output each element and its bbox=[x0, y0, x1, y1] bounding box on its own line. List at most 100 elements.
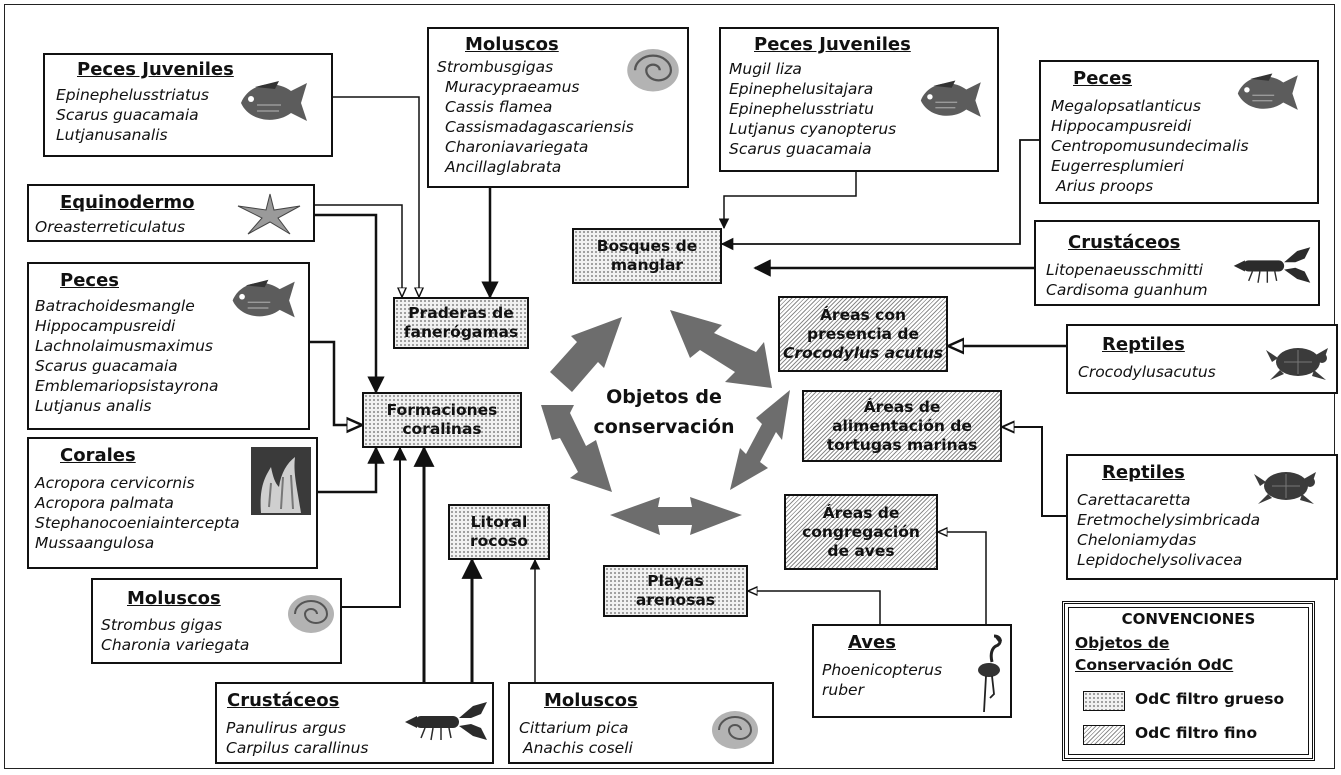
species-item: Litopenaeusschmitti bbox=[1046, 261, 1203, 279]
lobster-icon bbox=[405, 702, 487, 741]
center-title: Objetos de conservación bbox=[584, 382, 744, 442]
legend: CONVENCIONES Objetos de Conservación OdC… bbox=[1062, 601, 1315, 761]
fish-icon bbox=[920, 80, 981, 117]
box-title: Peces Juveniles bbox=[77, 59, 234, 80]
node-line: presencia de bbox=[807, 324, 919, 343]
species-item: Ancillaglabrata bbox=[445, 158, 562, 176]
species-item: Lachnolaimusmaximus bbox=[35, 337, 213, 355]
box-title: Reptiles bbox=[1102, 462, 1185, 483]
species-item: Oreasterreticulatus bbox=[35, 218, 186, 236]
node-line: tortugas marinas bbox=[826, 435, 978, 454]
box-title: Reptiles bbox=[1102, 334, 1185, 355]
species-list: Crocodylusacutus bbox=[1078, 362, 1216, 382]
box-title: Corales bbox=[60, 445, 136, 466]
node-line: Áreas con bbox=[819, 305, 907, 324]
turtle-icon bbox=[1254, 472, 1316, 504]
species-item: Epinephelusitajara bbox=[729, 80, 874, 98]
coral-icon bbox=[251, 447, 311, 515]
species-item: Epinephelusstriatu bbox=[729, 100, 874, 118]
node-line: Áreas de bbox=[822, 503, 900, 522]
shell-icon bbox=[712, 711, 758, 749]
legend-label-coarse: OdC filtro grueso bbox=[1135, 690, 1285, 708]
connector-peces-right-to-bosques bbox=[720, 139, 1039, 251]
species-item: Emblemariopsistayrona bbox=[35, 377, 219, 395]
species-item: Lepidochelysolivacea bbox=[1077, 551, 1243, 569]
species-item: Carpilus carallinus bbox=[226, 739, 369, 757]
legend-swatch-fine bbox=[1083, 725, 1125, 745]
box-title: Peces Juveniles bbox=[754, 34, 911, 55]
turtle-icon bbox=[1266, 348, 1328, 380]
species-item: Scarus guacamaia bbox=[729, 140, 872, 158]
species-item: Scarus guacamaia bbox=[56, 106, 199, 124]
shell-icon bbox=[288, 595, 334, 633]
node-line: fanerógamas bbox=[403, 323, 519, 341]
species-item: Phoenicopterus bbox=[822, 661, 943, 679]
species-item: Panulirus argus bbox=[226, 719, 346, 737]
fish-icon bbox=[1237, 73, 1298, 110]
legend-subtitle: Objetos de Conservación OdC bbox=[1075, 632, 1233, 676]
box-title: Crustáceos bbox=[227, 690, 340, 711]
species-item: Mugil liza bbox=[729, 60, 802, 78]
species-item: Epinephelusstriatus bbox=[56, 86, 210, 104]
species-item: Crocodylusacutus bbox=[1078, 363, 1216, 381]
connector-aves-to-areas-aves bbox=[938, 532, 987, 624]
box-title: Equinodermo bbox=[60, 192, 195, 213]
cycle-arrow bbox=[670, 310, 772, 388]
box-title: Moluscos bbox=[127, 588, 221, 609]
shell-icon bbox=[627, 48, 679, 92]
species-item: Arius proops bbox=[1056, 177, 1154, 195]
box-title: Moluscos bbox=[465, 34, 559, 55]
species-item: Strombusgigas bbox=[437, 58, 554, 76]
species-item: Hippocampusreidi bbox=[35, 317, 176, 335]
box-equinodermo: Equinodermo Oreasterreticulatus bbox=[27, 184, 315, 242]
cycle-arrow bbox=[610, 497, 742, 535]
species-item: Eretmochelysimbricada bbox=[1077, 511, 1261, 529]
species-item: Carettacaretta bbox=[1077, 491, 1191, 509]
species-item: Scarus guacamaia bbox=[35, 357, 178, 375]
species-item: Batrachoidesmangle bbox=[35, 297, 195, 315]
box-title: Peces bbox=[60, 270, 119, 291]
species-item: Acropora cervicornis bbox=[35, 474, 195, 492]
species-item: Lutjanus cyanopterus bbox=[729, 120, 897, 138]
species-item: Lutjanus analis bbox=[35, 397, 152, 415]
cycle-arrow bbox=[730, 390, 790, 490]
box-title: Moluscos bbox=[544, 690, 638, 711]
node-line: Crocodylus acutus bbox=[782, 343, 944, 362]
box-title: Crustáceos bbox=[1068, 232, 1181, 253]
species-item: Lutjanusanalis bbox=[56, 126, 168, 144]
connector-aves-to-playas bbox=[748, 591, 881, 624]
fish-icon bbox=[241, 81, 307, 121]
node-line: Bosques de bbox=[596, 237, 698, 255]
node-line: Praderas de bbox=[408, 304, 514, 322]
node-line: alimentación de bbox=[832, 416, 972, 435]
box-title: Peces bbox=[1073, 68, 1132, 89]
species-item: Cardisoma guanhum bbox=[1046, 281, 1208, 299]
species-item: Cassis flamea bbox=[445, 98, 553, 116]
connector-peces-juveniles-to-bosques bbox=[718, 172, 857, 230]
node-line: manglar bbox=[610, 256, 684, 274]
species-item: Eugerresplumieri bbox=[1051, 157, 1184, 175]
species-item: Cheloniamydas bbox=[1077, 531, 1197, 549]
species-item: Charonia variegata bbox=[101, 636, 250, 654]
connector-reptiles-to-tortugas bbox=[1002, 427, 1066, 517]
